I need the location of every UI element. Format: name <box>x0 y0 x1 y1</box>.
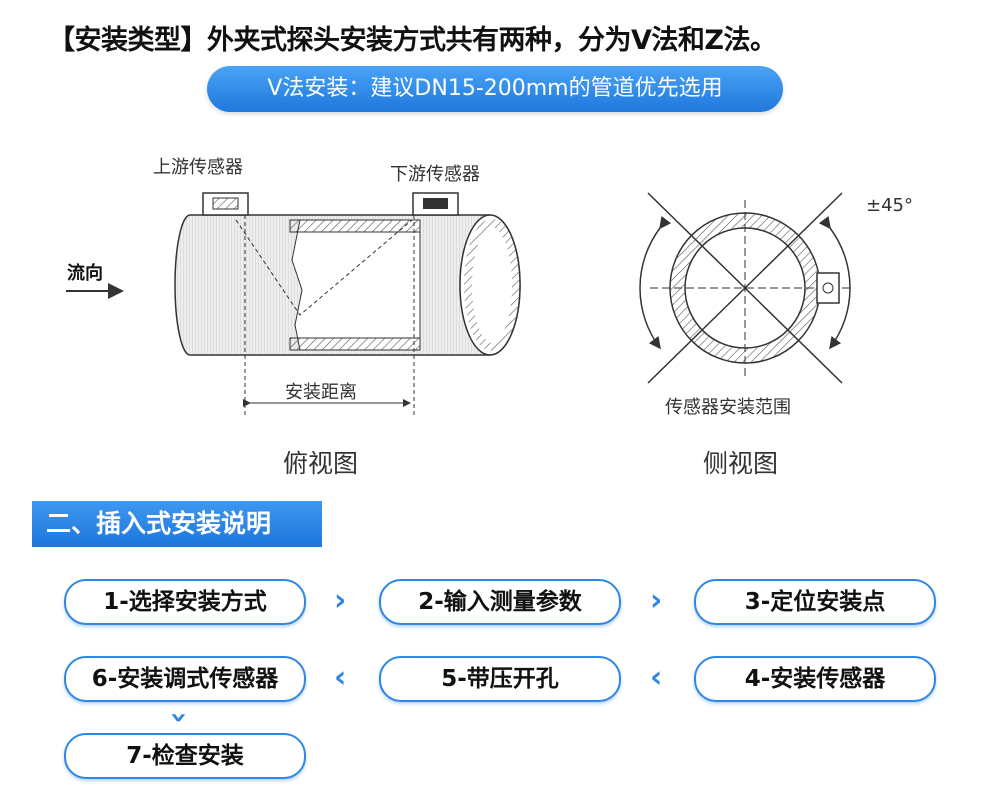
step-1: 1-选择安装方式 <box>64 579 306 625</box>
step-5: 5-带压开孔 <box>379 656 621 702</box>
install-distance-label: 安装距离 <box>285 382 357 403</box>
v-method-banner: V法安装：建议DN15-200mm的管道优先选用 <box>207 66 783 112</box>
section-header: 二、插入式安装说明 <box>32 501 322 547</box>
chevron-left-icon: ‹ <box>334 660 347 695</box>
angle-label: ±45° <box>866 195 913 216</box>
step-3: 3-定位安装点 <box>694 579 936 625</box>
side-view-caption: 侧视图 <box>703 449 779 478</box>
upstream-sensor-label: 上游传感器 <box>153 157 243 178</box>
sensor-range-label: 传感器安装范围 <box>665 397 791 418</box>
downstream-sensor-label: 下游传感器 <box>390 164 480 185</box>
step-4: 4-安装传感器 <box>694 656 936 702</box>
step-7: 7-检查安装 <box>64 733 306 779</box>
step-2: 2-输入测量参数 <box>379 579 621 625</box>
flow-direction-label: 流向 <box>67 263 103 284</box>
pipe-side-view <box>639 192 851 384</box>
chevron-down-icon: › <box>161 711 197 724</box>
chevron-left-icon: ‹ <box>650 660 663 695</box>
page-title: 【安装类型】外夹式探头安装方式共有两种，分为V法和Z法。 <box>48 25 777 56</box>
chevron-right-icon: › <box>334 583 347 618</box>
top-view-caption: 俯视图 <box>283 449 359 478</box>
step-6: 6-安装调式传感器 <box>64 656 306 702</box>
installation-diagram <box>66 192 851 415</box>
pipe-top-view <box>66 192 521 415</box>
chevron-right-icon: › <box>650 583 663 618</box>
